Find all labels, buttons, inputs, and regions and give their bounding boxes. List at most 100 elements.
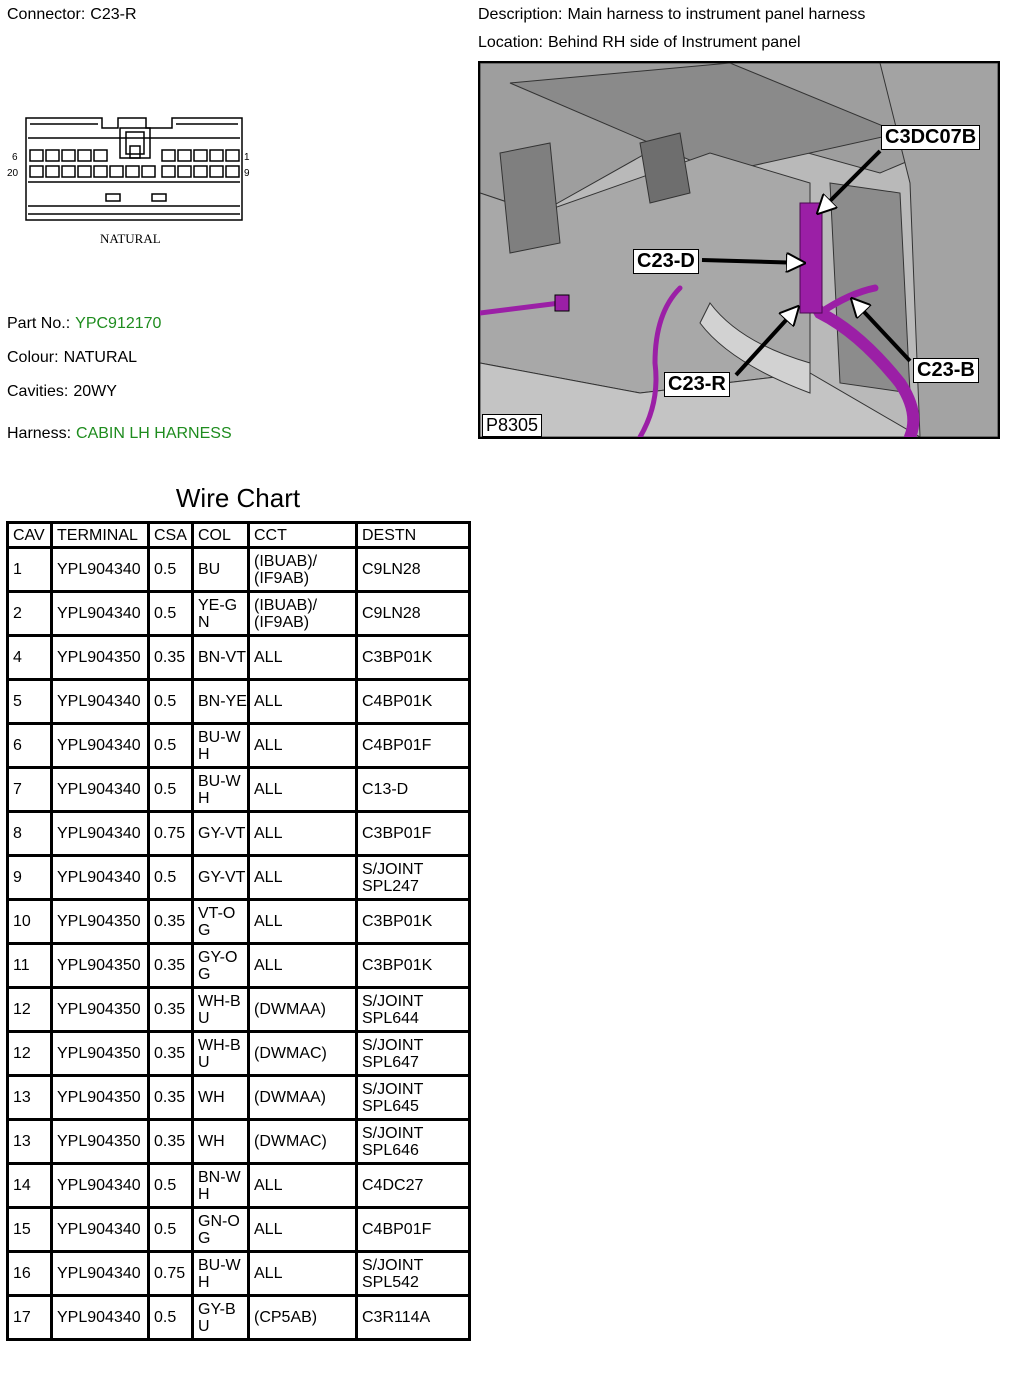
cell-csa: 0.35 [147,1074,194,1121]
cell-terminal: YPL904340 [50,1294,150,1341]
cell-csa: 0.35 [147,986,194,1033]
wire-chart-header-row: CAV TERMINAL CSA COL CCT DESTN [6,521,471,549]
cell-cct: ALL [247,810,358,857]
part-number-link[interactable]: YPC912170 [75,315,162,332]
cell-col: WH [191,1118,250,1165]
cell-cav: 8 [6,810,53,857]
cell-cav: 4 [6,634,53,681]
cell-cct: (DWMAC) [247,1030,358,1077]
cell-cct: ALL [247,1250,358,1297]
cell-cct: ALL [247,1162,358,1209]
cell-cav: 6 [6,722,53,769]
cell-csa: 0.35 [147,942,194,989]
pin-label-right-bottom: 9 [244,168,250,179]
cell-cav: 1 [6,546,53,593]
diagram-caption: NATURAL [100,231,161,246]
cell-cct: (DWMAC) [247,1118,358,1165]
cell-cct: ALL [247,898,358,945]
cell-cav: 17 [6,1294,53,1341]
cell-col: YE-GN [191,590,250,637]
cell-cav: 10 [6,898,53,945]
column-header-csa: CSA [147,521,194,549]
pin-label-right-top: 1 [244,152,250,163]
cell-cav: 12 [6,986,53,1033]
harness-link[interactable]: CABIN LH HARNESS [76,425,232,442]
cavities-label: Cavities: [7,383,69,400]
cell-col: BU-WH [191,1250,250,1297]
cell-cav: 11 [6,942,53,989]
description-field: Description: Main harness to instrument … [478,6,865,24]
callout-c23-d: C23-D [633,249,699,274]
colour-value: NATURAL [63,349,138,366]
cell-destn: S/JOINT SPL645 [355,1074,471,1121]
cell-col: WH-BU [191,986,250,1033]
cell-terminal: YPL904340 [50,810,150,857]
cell-destn: S/JOINT SPL644 [355,986,471,1033]
cell-terminal: YPL904340 [50,1206,150,1253]
location-field: Location: Behind RH side of Instrument p… [478,34,801,52]
column-header-col: COL [191,521,250,549]
cell-col: GY-VT [191,810,250,857]
cell-terminal: YPL904340 [50,678,150,725]
cell-col: BU-WH [191,722,250,769]
cell-destn: C3R114A [355,1294,471,1341]
cell-csa: 0.75 [147,1250,194,1297]
cell-cct: ALL [247,942,358,989]
cell-cav: 7 [6,766,53,813]
connector-field: Connector: C23-R [7,6,137,24]
part-number-field: Part No.: YPC912170 [7,315,161,333]
colour-field: Colour: NATURAL [7,349,137,367]
cell-terminal: YPL904340 [50,854,150,901]
cell-csa: 0.5 [147,854,194,901]
cell-cct: (DWMAA) [247,986,358,1033]
cell-cct: ALL [247,634,358,681]
cell-cav: 2 [6,590,53,637]
cell-csa: 0.5 [147,1162,194,1209]
column-header-cct: CCT [247,521,358,549]
callout-c23-b: C23-B [913,358,979,383]
cell-cav: 5 [6,678,53,725]
pin-label-left-bottom: 20 [7,168,19,179]
cell-terminal: YPL904350 [50,1074,150,1121]
cell-terminal: YPL904350 [50,1118,150,1165]
cell-destn: S/JOINT SPL646 [355,1118,471,1165]
cell-col: BN-WH [191,1162,250,1209]
cell-csa: 0.35 [147,898,194,945]
cavities-field: Cavities: 20WY [7,383,117,401]
cell-destn: C13-D [355,766,471,813]
cavities-value: 20WY [73,383,117,400]
cell-col: GY-BU [191,1294,250,1341]
photo-reference: P8305 [482,414,543,437]
cell-terminal: YPL904350 [50,898,150,945]
cell-csa: 0.35 [147,1030,194,1077]
location-label: Location: [478,34,543,51]
cell-csa: 0.5 [147,766,194,813]
cell-col: BU-WH [191,766,250,813]
cell-csa: 0.5 [147,1206,194,1253]
cell-cav: 14 [6,1162,53,1209]
cell-csa: 0.5 [147,678,194,725]
cell-destn: C3BP01K [355,898,471,945]
cell-terminal: YPL904350 [50,1030,150,1077]
cell-cct: (DWMAA) [247,1074,358,1121]
cell-col: VT-OG [191,898,250,945]
cell-destn: C3BP01K [355,634,471,681]
wire-chart-title: Wire Chart [175,483,301,513]
callout-c3dc07b: C3DC07B [881,125,981,150]
cell-destn: S/JOINT SPL247 [355,854,471,901]
connector-value: C23-R [90,6,137,23]
cell-cct: ALL [247,678,358,725]
cell-cav: 13 [6,1118,53,1165]
cell-terminal: YPL904350 [50,634,150,681]
